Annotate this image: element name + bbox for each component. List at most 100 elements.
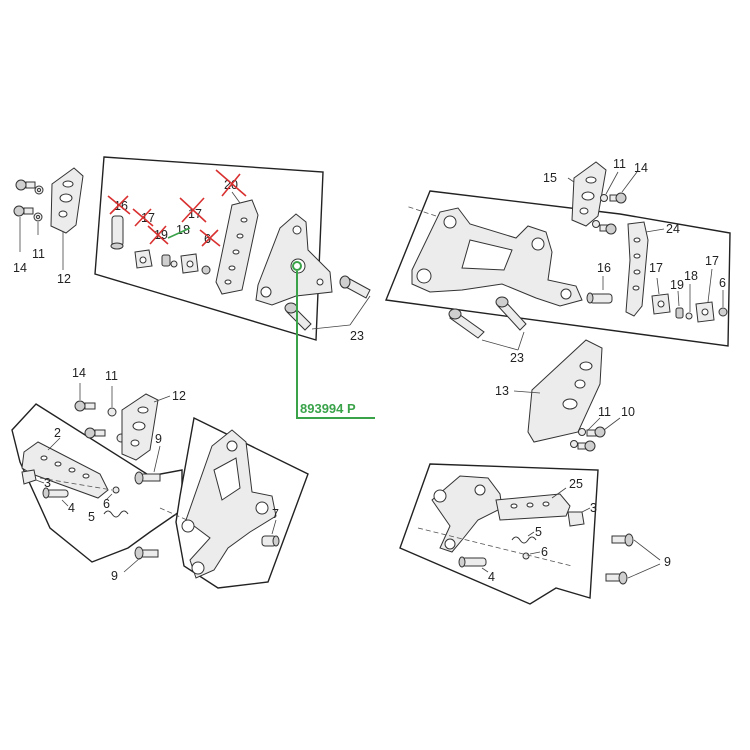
clip-17b — [180, 253, 199, 274]
washer-6 — [522, 552, 530, 560]
label-4: 4 — [488, 570, 495, 584]
screw-14-a — [609, 192, 627, 204]
footpeg-20 — [215, 199, 259, 295]
label-12: 12 — [172, 389, 186, 403]
washer-11-upper — [34, 185, 44, 195]
clip-17b — [695, 301, 715, 323]
panel-mid-right: 13 11 10 — [495, 339, 635, 452]
heel-plate-15 — [571, 161, 607, 227]
label-19: 19 — [670, 278, 684, 292]
ball-18 — [685, 312, 693, 320]
label-17a: 17 — [649, 261, 663, 275]
label-10: 10 — [621, 405, 635, 419]
spring-19 — [161, 254, 171, 267]
rear-footrest-bracket — [411, 207, 583, 307]
label-18: 18 — [684, 269, 698, 283]
label-3: 3 — [44, 476, 51, 490]
screw-14-b — [84, 427, 106, 439]
label-9: 9 — [664, 555, 671, 569]
screw-14-b — [599, 223, 617, 235]
label-11: 11 — [32, 247, 45, 261]
label-11: 11 — [613, 157, 626, 171]
screw-14-a — [74, 400, 96, 412]
label-3: 3 — [590, 501, 597, 515]
label-6: 6 — [541, 545, 548, 559]
bolt-23-b — [495, 296, 527, 331]
label-14: 14 — [13, 261, 27, 275]
bolt-23-b — [284, 302, 312, 331]
washer-11-b — [570, 440, 578, 448]
front-footrest-bracket — [181, 429, 277, 579]
label-14: 14 — [72, 366, 86, 380]
label-9a: 9 — [155, 432, 162, 446]
bolt-9-b — [605, 571, 628, 585]
panel-bottom-left: 14 11 12 2 9 3 — [11, 366, 309, 589]
label-12: 12 — [57, 272, 71, 286]
spring-19 — [675, 307, 684, 319]
washer-11-a — [578, 428, 586, 436]
label-6: 6 — [204, 232, 211, 246]
clip-17a — [651, 293, 671, 315]
heel-plate-13 — [527, 339, 603, 443]
label-16: 16 — [597, 261, 611, 275]
label-6: 6 — [719, 276, 726, 290]
washer-6 — [112, 486, 120, 494]
green-strike-18 — [167, 227, 191, 239]
washer-11-a — [600, 194, 608, 202]
pin-7 — [261, 535, 280, 547]
label-4: 4 — [68, 501, 75, 515]
clip-3 — [567, 511, 585, 527]
spring-5 — [511, 536, 537, 544]
screw-10-b — [577, 440, 596, 452]
bolt-9-b — [134, 546, 159, 560]
label-23: 23 — [350, 329, 364, 343]
pin-16 — [586, 292, 613, 304]
label-17a: 17 — [141, 211, 155, 225]
washer-11-a — [107, 407, 117, 417]
label-14: 14 — [634, 161, 648, 175]
washer-11-b — [592, 220, 600, 228]
heel-plate-12 — [50, 167, 84, 234]
callout-code: 893994 P — [300, 401, 356, 416]
screw-14-lower — [13, 205, 34, 217]
label-9b: 9 — [111, 569, 118, 583]
spring-5 — [103, 510, 129, 518]
nut-6 — [718, 307, 728, 317]
bolt-23-a — [448, 308, 485, 339]
bolt-9-a — [134, 471, 161, 485]
label-17b: 17 — [705, 254, 719, 268]
panel-bottom-right: 25 3 5 6 4 9 — [399, 463, 671, 605]
pin-4 — [42, 487, 69, 499]
footpeg-25 — [495, 493, 571, 521]
rear-bracket-lower — [431, 475, 503, 553]
footrest-bracket — [255, 213, 333, 306]
red-cross-marks — [107, 169, 247, 247]
label-15: 15 — [543, 171, 557, 185]
screw-14-upper — [15, 179, 36, 191]
label-13: 13 — [495, 384, 509, 398]
clip-17a — [134, 249, 153, 269]
label-7: 7 — [272, 507, 279, 521]
pin-16 — [110, 215, 124, 250]
panel-top-right: 15 11 14 16 — [385, 157, 731, 365]
label-11: 11 — [598, 405, 611, 419]
panel-top-left: 14 11 12 — [13, 156, 371, 343]
label-11: 11 — [105, 369, 118, 383]
footpeg-24 — [625, 221, 649, 317]
ball-18 — [170, 260, 178, 268]
screw-10-a — [586, 426, 606, 438]
callout-893994p: 893994 P — [292, 261, 375, 419]
label-23: 23 — [510, 351, 524, 365]
bolt-9-a — [611, 533, 634, 547]
nut-6 — [201, 265, 211, 275]
label-2: 2 — [54, 426, 61, 440]
label-24: 24 — [666, 222, 680, 236]
label-18: 18 — [176, 223, 190, 237]
footpeg-2 — [21, 441, 109, 499]
label-5: 5 — [88, 510, 95, 524]
label-6: 6 — [103, 497, 110, 511]
heel-plate-12 — [121, 393, 159, 461]
pin-4 — [458, 556, 487, 568]
label-25: 25 — [569, 477, 583, 491]
